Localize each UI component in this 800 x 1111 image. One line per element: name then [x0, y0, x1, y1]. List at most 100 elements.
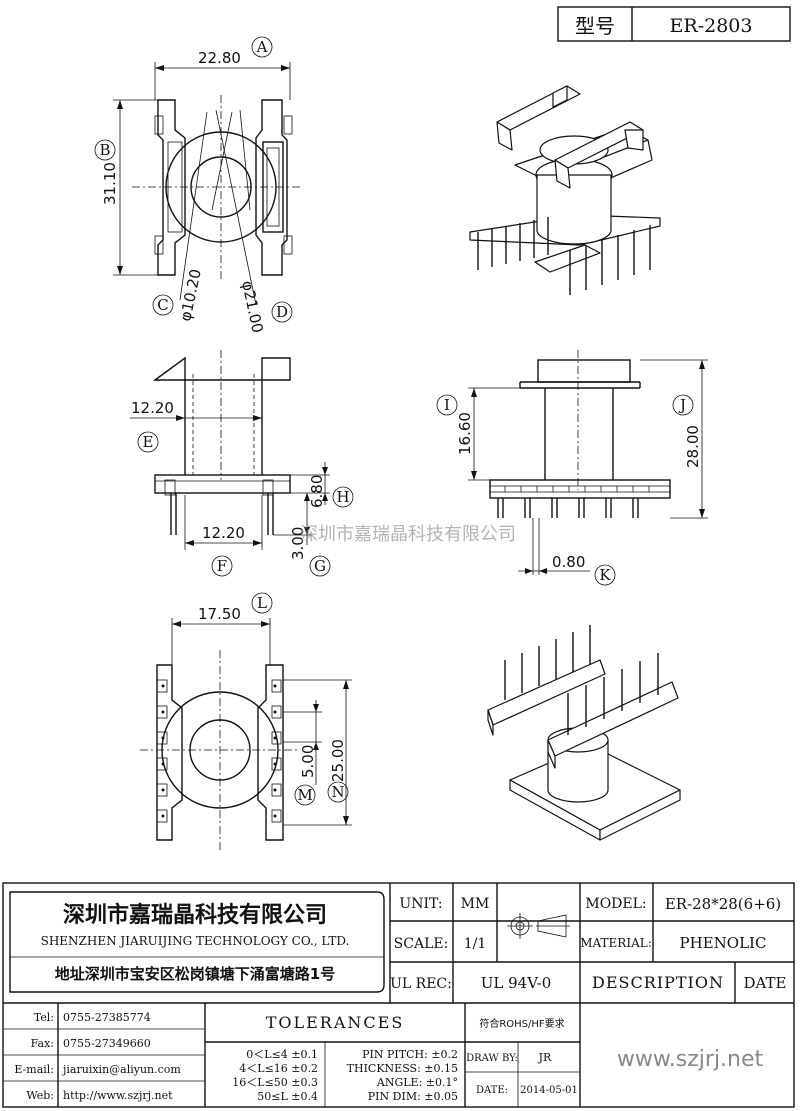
scale-label: SCALE: [394, 936, 449, 952]
unit-value: MM [461, 896, 490, 912]
draw-by-value: JR [538, 1051, 552, 1064]
marker-label: H [336, 488, 349, 506]
material-label: MATERIAL: [580, 936, 652, 950]
pin-dot [161, 684, 165, 688]
marker-label: D [276, 303, 288, 321]
company-address: 地址深圳市宝安区松岗镇塘下涌富塘路1号 [55, 965, 335, 983]
left-slot [156, 731, 168, 745]
marker-label: I [444, 396, 450, 414]
bottom-view: 17.50 5.00 25.00 [140, 605, 352, 850]
dim-C-value: φ10.20 [176, 267, 205, 322]
material-value: PHENOLIC [680, 934, 767, 952]
marker-b: B [94, 139, 116, 161]
marker-label: M [297, 786, 312, 804]
marker-d: D [271, 301, 293, 323]
marker-l: L [251, 592, 273, 614]
marker-h: H [332, 486, 354, 508]
pin-dot [273, 762, 277, 766]
marker-label: C [157, 296, 168, 314]
tolerance-row: 16＜L≤50 ±0.3 [232, 1076, 318, 1089]
marker-label: A [256, 38, 268, 56]
dim-M-value: 5.00 [299, 745, 317, 778]
right-slot [271, 679, 282, 693]
pin-dot [161, 736, 165, 740]
dim-D-value: φ21.00 [238, 279, 267, 334]
contact-label: Fax: [31, 1037, 54, 1050]
pin-dot [273, 710, 277, 714]
dim-F-value: 12.20 [202, 524, 245, 542]
tolerances-label: TOLERANCES [266, 1013, 405, 1032]
contact-value[interactable]: jiaruixin@aliyun.com [61, 1063, 181, 1076]
unit-label: UNIT: [399, 896, 442, 912]
model-label: MODEL: [585, 896, 646, 912]
model-value: ER-28*28(6+6) [665, 895, 781, 913]
pin-dot [273, 788, 277, 792]
left-slot [156, 783, 168, 797]
marker-g: G [309, 555, 331, 577]
marker-a: A [251, 36, 273, 58]
bottom-view-slots [156, 679, 282, 823]
marker-label: B [99, 141, 110, 159]
pin-dot [273, 814, 277, 818]
marker-i: I [436, 394, 458, 416]
pin-tolerance-row: PIN PITCH: ±0.2 [362, 1048, 458, 1061]
title-block: 深圳市嘉瑞晶科技有限公司 SHENZHEN JIARUIJING TECHNOL… [2, 882, 795, 1108]
tolerance-rows: 0＜L≤4 ±0.14＜L≤16 ±0.216＜L≤50 ±0.350≤L ±0… [232, 1048, 318, 1103]
front-view: 12.20 12.20 6.80 3.00 [130, 350, 330, 560]
dim-H-value: 6.80 [308, 475, 326, 508]
dim-B-value: 31.10 [101, 162, 119, 205]
marker-label: N [331, 783, 344, 801]
ulrec-value: UL 94V-0 [481, 974, 552, 992]
header-model-label: 型号 [575, 14, 615, 38]
company-name-en: SHENZHEN JIARUIJING TECHNOLOGY CO., LTD. [41, 934, 350, 948]
marker-m: M [294, 784, 316, 806]
draw-date-label: DATE: [476, 1085, 508, 1096]
marker-j: J [672, 394, 694, 416]
pin-tolerance-row: ANGLE: ±0.1° [376, 1076, 458, 1089]
tolerance-row: 50≤L ±0.4 [257, 1090, 318, 1103]
right-slot [271, 783, 282, 797]
isometric-top-pins [477, 217, 651, 295]
company-name-cn: 深圳市嘉瑞晶科技有限公司 [63, 902, 327, 928]
description-label: DESCRIPTION [592, 973, 724, 992]
rohs-label: 符合ROHS/HF要求 [479, 1017, 564, 1030]
header-model-value: ER-2803 [670, 15, 753, 37]
pin-dot [161, 814, 165, 818]
contact-value[interactable]: http://www.szjrj.net [63, 1089, 173, 1102]
draw-by-label: DRAW BY: [466, 1053, 518, 1064]
dim-G-value: 3.00 [289, 527, 307, 560]
draw-date-value: 2014-05-01 [520, 1085, 578, 1096]
pin-tolerance-row: PIN DIM: ±0.05 [368, 1090, 458, 1103]
marker-e: E [137, 431, 159, 453]
isometric-view-bottom [487, 625, 681, 841]
tolerance-row: 0＜L≤4 ±0.1 [246, 1048, 318, 1061]
isometric-view-top [469, 85, 661, 295]
projection-symbol [507, 913, 570, 939]
contact-value[interactable]: 0755-27349660 [63, 1037, 151, 1050]
contact-label: Tel: [34, 1011, 54, 1024]
marker-label: K [599, 566, 611, 584]
contact-value[interactable]: 0755-27385774 [63, 1011, 151, 1024]
tolerance-row: 4＜L≤16 ±0.2 [239, 1062, 318, 1075]
dimension-markers: A B C D E F G H I J K L M N [94, 36, 694, 806]
marker-label: E [143, 433, 154, 451]
marker-f: F [211, 555, 233, 577]
marker-c: C [152, 294, 174, 316]
dim-K-value: 0.80 [552, 553, 585, 571]
dim-I-value: 16.60 [456, 412, 474, 455]
dim-L-value: 17.50 [198, 605, 241, 623]
dim-E-value: 12.20 [131, 399, 174, 417]
pin-dot [273, 684, 277, 688]
right-slot [271, 705, 282, 719]
website-large: www.szjrj.net [617, 1047, 764, 1072]
header-model-box: 型号 ER-2803 [557, 6, 791, 42]
left-slot [156, 705, 168, 719]
contact-label: Web: [26, 1089, 54, 1102]
pin-dot [161, 762, 165, 766]
marker-label: L [257, 594, 267, 612]
left-slot [156, 809, 168, 823]
top-view: 22.80 31.10 φ10.20 φ21.00 [101, 49, 300, 335]
contact-rows: Tel:0755-27385774Fax:0755-27349660E-mail… [14, 1011, 181, 1102]
marker-label: G [314, 557, 326, 575]
